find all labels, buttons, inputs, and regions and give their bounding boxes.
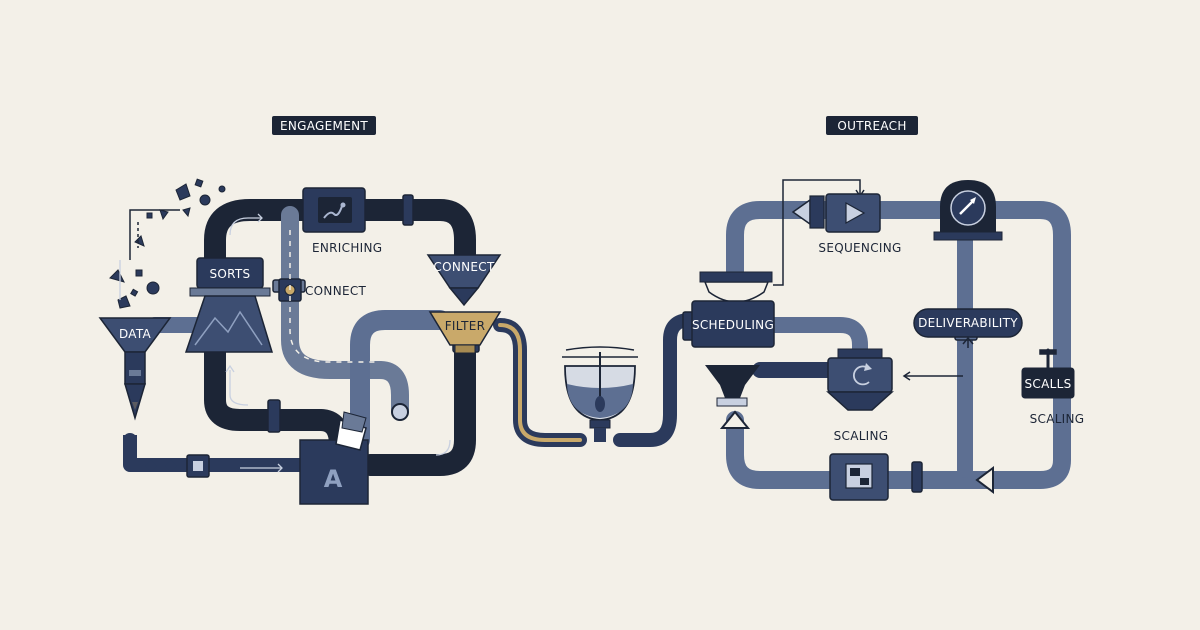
connect-side-label: CONNECT [305,284,367,298]
fragment-shape [146,212,153,219]
refresh-icon [852,365,870,386]
data-label: DATA [119,327,152,341]
arrow-icon [225,364,235,373]
pipe-scheduling-right [762,317,868,368]
connect-funnel-label: CONNECT [433,260,495,274]
up-arrow-left [719,410,751,429]
deliverability-label: DELIVERABILITY [918,316,1018,330]
pipe-dark-lower-right [359,339,476,476]
pipe-outreach-bottom [726,411,999,489]
dial-node [933,180,1003,241]
fragment-shape [194,178,204,188]
pipe-end-cap [391,403,409,421]
collector-bowl [562,346,638,442]
logo-a-icon: A [324,465,343,493]
blocks-icon [850,468,860,476]
fragment-shape [135,269,143,277]
filter-funnel: FILTER [428,311,502,354]
fragment-shape [199,194,211,206]
arrow-icon [229,370,249,406]
scaling-right-label: SCALING [1030,412,1085,426]
fragment-shape [159,209,169,221]
fragment-shape [146,281,160,295]
fragment-shape [175,183,191,201]
pipe-bowl-to-scheduling [613,313,697,447]
enriching-label: ENRICHING [312,241,382,255]
pipe-mid-filter [350,310,450,450]
pipe-outflow-filter-gold [498,323,582,442]
enriching-valve: ENRICHING [302,187,382,255]
flange [1039,349,1057,355]
outreach-tag: OUTREACH [826,116,918,135]
play-icon [845,201,866,225]
arrow-icon [277,463,283,473]
bottom-left-nodes [123,435,210,478]
arrow-icon [257,213,263,223]
connect-funnel: CONNECT [426,254,502,307]
sequencing-node: SEQUENCING [791,193,901,255]
fragment-shape [134,235,145,247]
engagement-tag-label: ENGAGEMENT [280,119,368,133]
pipe-bottom-left [123,433,307,472]
flange [267,399,281,433]
scheduling-label: SCHEDULING [692,318,774,332]
sequencing-label: SEQUENCING [818,241,901,255]
incoming-arrow-icon [975,466,994,494]
document-node: A [299,411,369,505]
sorts-label: SORTS [210,267,251,281]
scaling-box-node [829,453,889,501]
filter-label: FILTER [445,319,486,333]
deliverability-node: DELIVERABILITY [913,308,1023,338]
scaling-center-label: SCALING [834,429,889,443]
pipe-outreach-top [726,201,1071,489]
fragment-shape [218,185,226,193]
scalls-node: SCALLS SCALING [1021,367,1085,426]
fragment-bracket [129,209,180,260]
sorts-hopper: SORTS [184,257,274,353]
scalls-label: SCALLS [1025,377,1072,391]
data-funnel: DATA [98,317,172,421]
up-arrow-deliverability [902,336,974,381]
fragment-shape [117,295,131,309]
engagement-tag: ENGAGEMENT [272,116,376,135]
arrow-icon [229,217,262,236]
enriching-dot [340,202,346,208]
dashed-grey-marks [289,230,378,363]
data-fragments [109,178,226,309]
fragment-shape [130,288,139,297]
flange [911,461,923,493]
outreach-tag-label: OUTREACH [837,119,906,133]
pipe-dark-vertical-left [204,289,331,431]
scheduling-node: SCHEDULING [691,271,775,407]
blocks-icon [860,478,869,485]
flow-arrows-left [119,213,451,473]
fragment-shape [109,269,125,283]
pipes [123,199,1071,489]
fragment-shape [182,207,191,218]
connect-gauge: CONNECT [278,278,367,302]
chart-icon [323,205,343,219]
gauge-icon [959,199,975,215]
flange [402,194,414,226]
cycle-node [826,348,894,411]
arrow-icon [435,439,451,456]
